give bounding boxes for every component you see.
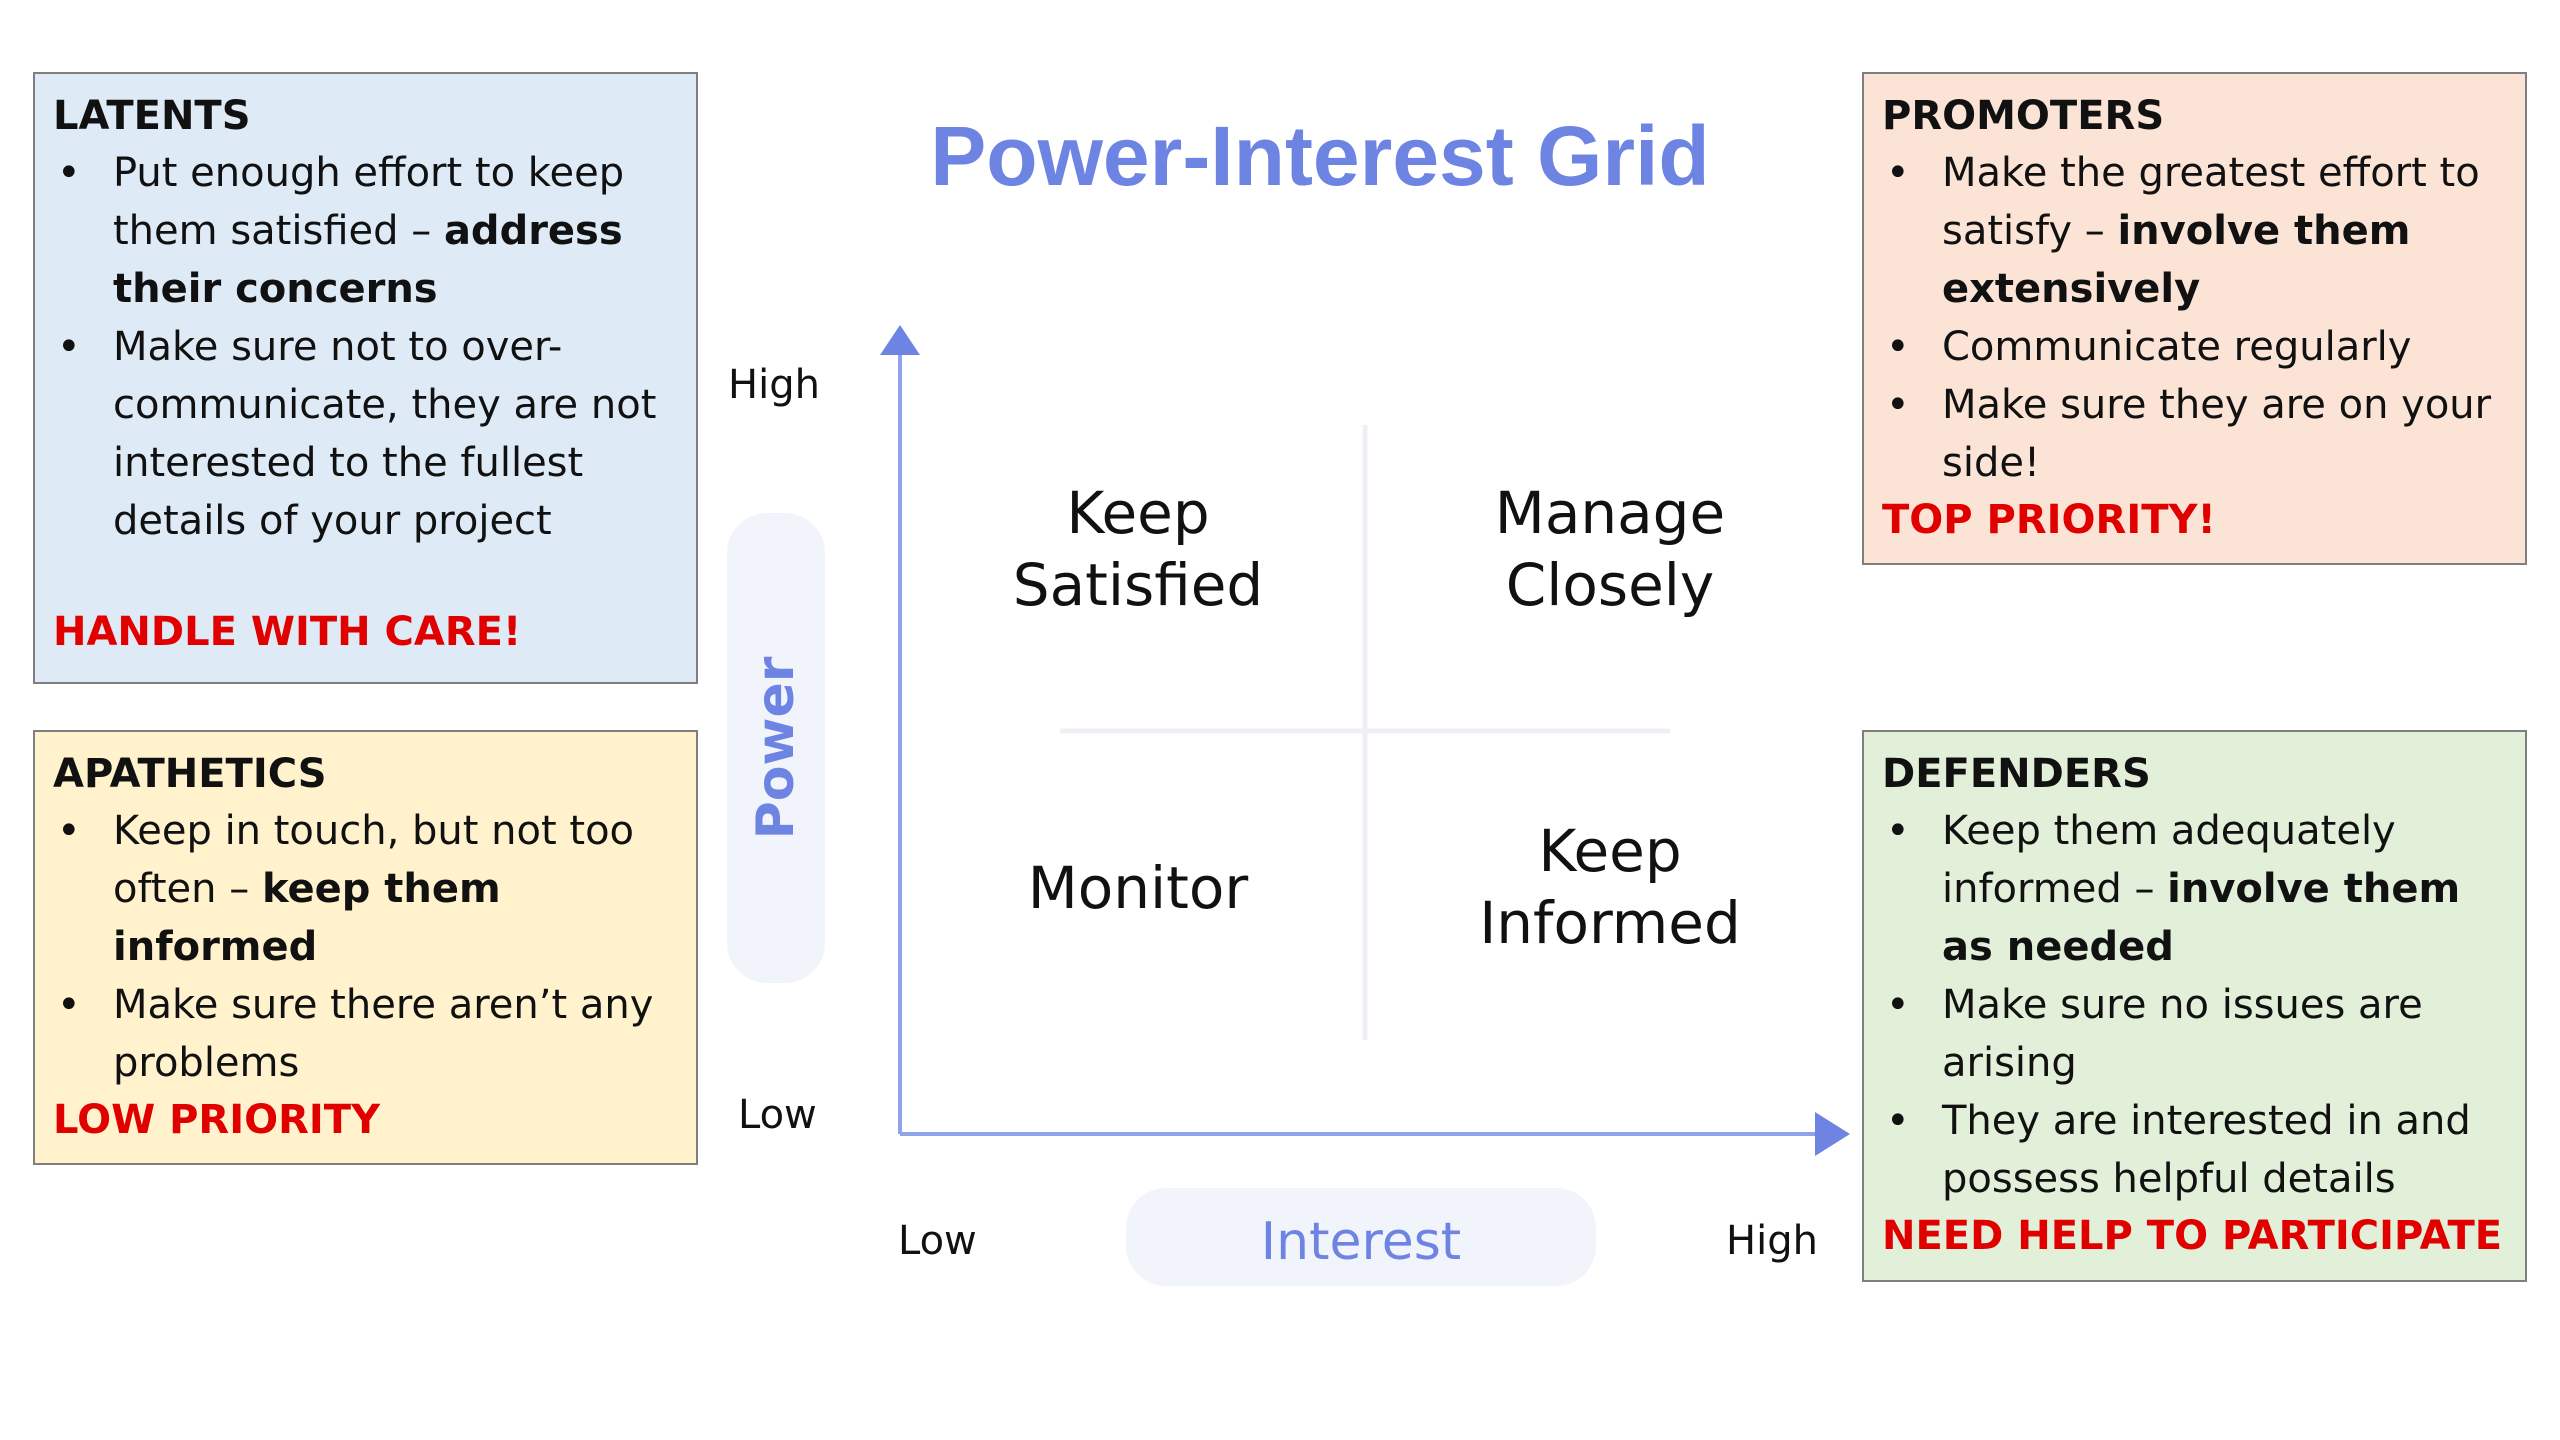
quadrant-monitor: Monitor xyxy=(1027,854,1249,922)
defenders-flag: NEED HELP TO PARTICIPATE xyxy=(1882,1213,2503,1259)
defenders-bullet-3: •They are interested in and possess help… xyxy=(1886,1098,2471,1202)
latents-bullet-1: •Put enough effort to keep them satisfie… xyxy=(57,150,625,312)
quadrant-keep-informed: Keep Informed xyxy=(1479,817,1741,957)
promoters-bullet-3: •Make sure they are on your side! xyxy=(1886,382,2492,486)
power-axis-pill xyxy=(727,513,825,983)
x-axis-arrow xyxy=(1815,1112,1850,1156)
diagram-title: Power-Interest Grid xyxy=(930,109,1710,203)
quadrant-manage-closely: Manage Closely xyxy=(1494,479,1726,619)
interest-axis-label: Interest xyxy=(1260,1212,1462,1272)
promoters-bullet-1-emphasis: involve them extensively xyxy=(1942,208,2411,312)
x-low-label: Low xyxy=(898,1218,977,1264)
promoters-bullet-1: •Make the greatest effort to satisfy – i… xyxy=(1886,150,2480,312)
y-low-label: Low xyxy=(738,1092,817,1138)
interest-axis-pill xyxy=(1126,1188,1596,1286)
apathetics-bullet-1-emphasis: keep them informed xyxy=(113,866,501,970)
quadrant-keep-satisfied: Keep Satisfied xyxy=(1012,479,1264,619)
latents-box: LATENTS •Put enough effort to keep them … xyxy=(33,72,698,684)
latents-bullet-1-emphasis: address their concerns xyxy=(113,208,623,312)
y-axis-arrow xyxy=(880,325,920,355)
defenders-bullet-2: •Make sure no issues are arising xyxy=(1886,982,2423,1086)
latents-bullet-2: •Make sure not to over-communicate, they… xyxy=(57,324,657,544)
apathetics-box: APATHETICS •Keep in touch, but not too o… xyxy=(33,730,698,1165)
promoters-box: PROMOTERS •Make the greatest effort to s… xyxy=(1862,72,2527,565)
defenders-bullet-1-emphasis: involve them as needed xyxy=(1942,866,2461,970)
apathetics-flag: LOW PRIORITY xyxy=(53,1097,381,1143)
latents-flag: HANDLE WITH CARE! xyxy=(53,609,522,655)
defenders-bullet-1: •Keep them adequately informed – involve… xyxy=(1886,808,2461,970)
promoters-heading: PROMOTERS xyxy=(1882,93,2165,139)
promoters-flag: TOP PRIORITY! xyxy=(1882,497,2216,543)
defenders-box: DEFENDERS •Keep them adequately informed… xyxy=(1862,730,2527,1282)
promoters-bullet-2: •Communicate regularly xyxy=(1886,324,2412,370)
apathetics-bullet-2: •Make sure there aren’t any problems xyxy=(57,982,654,1086)
defenders-heading: DEFENDERS xyxy=(1882,751,2151,797)
latents-heading: LATENTS xyxy=(53,93,251,139)
y-high-label: High xyxy=(728,362,820,408)
x-high-label: High xyxy=(1726,1218,1818,1264)
apathetics-heading: APATHETICS xyxy=(53,751,327,797)
apathetics-bullet-1: •Keep in touch, but not too often – keep… xyxy=(57,808,635,970)
